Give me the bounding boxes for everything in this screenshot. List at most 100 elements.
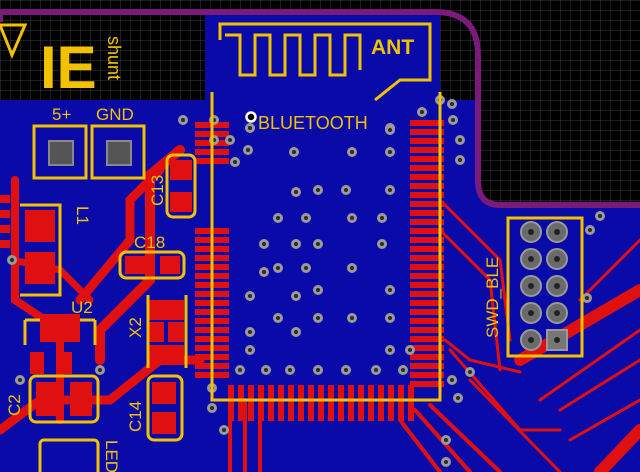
via-hole [388,150,392,154]
via-hole [388,348,392,352]
module-pad [258,385,264,421]
module-pad [328,385,334,421]
swd-pad-hole [554,283,560,289]
via-hole [294,242,298,246]
via-hole [248,126,252,130]
module-pad [410,138,444,144]
module-pad [410,201,444,207]
via-hole [588,228,592,232]
via-hole [380,242,384,246]
module-pad [410,363,444,369]
swd-pad-hole [554,229,560,235]
via-hole [350,150,354,154]
silkscreen [0,22,584,472]
via-hole [585,296,589,300]
module-pad [410,219,444,225]
module-pad [238,385,244,421]
via-hole [350,266,354,270]
via-hole [444,460,448,464]
module-pad [410,372,444,378]
module-pad [410,156,444,162]
via-hole [246,148,250,152]
swd-header-label: SWD_BLE [483,257,502,338]
module-pad [288,385,294,421]
module-pad [410,264,444,270]
via-hole [316,368,320,372]
via-hole [316,242,320,246]
module-pad [410,345,444,351]
power-header[interactable] [48,140,132,166]
module-pad [268,385,274,421]
via-hole [451,118,455,122]
board-outline [0,9,640,208]
module-pad [228,385,234,421]
x2-label: X2 [126,317,145,338]
pad-5v[interactable] [48,140,74,166]
via-hole [388,188,392,192]
via-hole [233,160,237,164]
swd-pad-hole [528,283,534,289]
swd-header-pads[interactable] [520,221,568,351]
c18-label: C18 [134,233,165,252]
via-hole [276,316,280,320]
via-hole [316,288,320,292]
module-pad [410,165,444,171]
via-hole [276,266,280,270]
module-pad [378,385,384,421]
module-pad [410,282,444,288]
via-hole [450,378,454,382]
via-hole [388,128,392,132]
module-pad [308,385,314,421]
swd-pad-hole [554,310,560,316]
c2-label: C2 [5,394,24,416]
via-hole [344,368,348,372]
module-pad [410,291,444,297]
via-hole [316,316,320,320]
title-fragment: IE [40,34,97,101]
via-hole [181,118,185,122]
module-pad [368,385,374,421]
module-pad [410,354,444,360]
swd-pad-hole [528,337,534,343]
shunt-label: shunt [104,36,124,80]
module-pad [298,385,304,421]
swd-pad-hole [528,256,534,262]
pad-gnd[interactable] [106,140,132,166]
swd-pad-hole [554,337,560,343]
via-hole [222,428,226,432]
module-pad [410,309,444,315]
via-hole [292,150,296,154]
via-hole [294,330,298,334]
u2-label: U2 [71,298,93,317]
module-pad [410,327,444,333]
pin-5v-label: 5+ [52,105,71,124]
via-hole [304,266,308,270]
via-hole [458,138,462,142]
c13-label: C13 [148,175,167,206]
module-pad [410,255,444,261]
module-pad [348,385,354,421]
via-hole [401,368,405,372]
via-hole [248,348,252,352]
swd-pad-hole [528,310,534,316]
via-hole [420,110,424,114]
swd-pad-hole [554,256,560,262]
module-pad [410,120,444,126]
via-hole [248,330,252,334]
module-pad [410,147,444,153]
via-hole [262,270,266,274]
via-hole [344,188,348,192]
pin1-marker [245,111,257,123]
module-label: BLUETOOTH [258,113,368,133]
via-hole [380,216,384,220]
via-hole [228,138,232,142]
via-hole [598,214,602,218]
vias [7,95,605,467]
module-pad [318,385,324,421]
module-pad [248,385,254,421]
via-hole [388,316,392,320]
via-hole [350,216,354,220]
module-pad [410,237,444,243]
